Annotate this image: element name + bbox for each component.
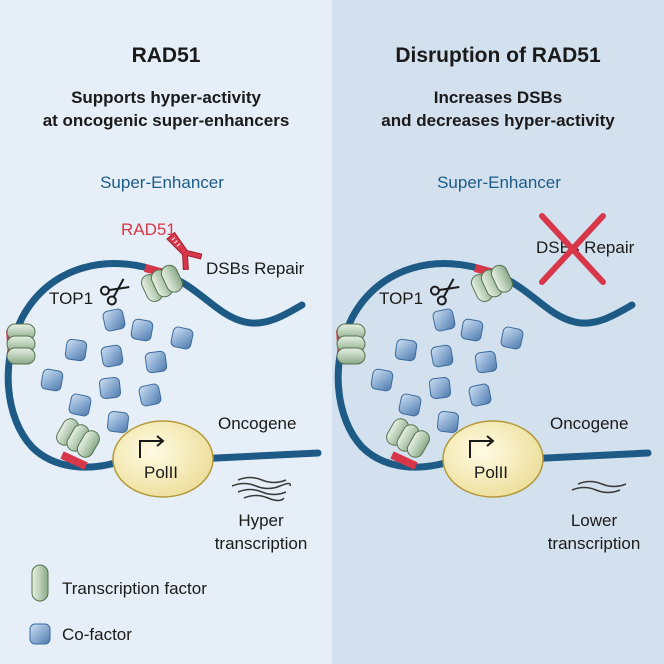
left-polii-label: PolII bbox=[144, 463, 179, 482]
cofactor bbox=[130, 318, 154, 342]
transcription-factor bbox=[56, 418, 100, 458]
top1-scissors-icon bbox=[99, 278, 130, 306]
cofactor bbox=[474, 350, 498, 374]
left-super-enhancer-label: Super-Enhancer bbox=[100, 173, 224, 192]
legend-cofactor-label: Co-factor bbox=[62, 625, 132, 644]
left-rad51-label: RAD51 bbox=[121, 220, 176, 239]
hyper-transcription-waves bbox=[231, 476, 292, 502]
left-panel-background bbox=[0, 0, 332, 664]
right-transcription-line2: transcription bbox=[547, 534, 641, 553]
transcription-factor bbox=[386, 418, 430, 458]
cofactor bbox=[64, 338, 88, 362]
legend-transcription-factor-label: Transcription factor bbox=[62, 579, 207, 598]
right-subtitle-line2: and decreases hyper-activity bbox=[381, 111, 615, 130]
rad51-clamp-icon bbox=[166, 231, 203, 271]
left-title: RAD51 bbox=[131, 44, 201, 67]
cofactor bbox=[99, 377, 121, 399]
cofactor bbox=[68, 393, 92, 417]
left-transcription-line2: transcription bbox=[214, 534, 308, 553]
left-transcription-line1: Hyper bbox=[238, 511, 284, 530]
cofactor bbox=[460, 318, 484, 342]
cofactor bbox=[500, 326, 524, 350]
cofactor bbox=[102, 308, 126, 332]
tss-arrow-icon bbox=[139, 435, 165, 458]
cofactor bbox=[138, 383, 162, 407]
transcription-factor-legend-icon bbox=[31, 564, 49, 602]
left-dsbs-repair-label: DSBs Repair bbox=[206, 259, 305, 278]
right-oncogene-label: Oncogene bbox=[550, 414, 629, 433]
left-oncogene-label: Oncogene bbox=[218, 414, 297, 433]
cofactor bbox=[468, 383, 492, 407]
dna-strand-upper bbox=[486, 268, 636, 327]
right-top1-label: TOP1 bbox=[379, 289, 424, 308]
cofactor bbox=[429, 377, 451, 399]
right-transcription-line1: Lower bbox=[570, 511, 618, 530]
transcription-factor bbox=[470, 264, 513, 302]
right-diagram bbox=[334, 260, 652, 498]
left-top1-label: TOP1 bbox=[49, 289, 94, 308]
cofactor bbox=[432, 308, 456, 332]
top1-scissors-icon bbox=[429, 278, 460, 306]
cofactor bbox=[107, 411, 129, 433]
cofactor bbox=[170, 326, 194, 350]
cofactor bbox=[144, 350, 168, 374]
left-subtitle-line2: at oncogenic super-enhancers bbox=[42, 111, 290, 130]
transcription-factor bbox=[6, 323, 36, 365]
polii-ellipse bbox=[112, 420, 214, 498]
dna-strand-upper bbox=[156, 268, 306, 327]
dna-loop bbox=[334, 260, 494, 471]
cofactor bbox=[394, 338, 418, 362]
cofactor-legend-icon bbox=[29, 623, 51, 645]
right-polii-label: PolII bbox=[474, 463, 509, 482]
dna-loop bbox=[4, 260, 164, 471]
left-subtitle-line1: Supports hyper-activity bbox=[71, 88, 261, 107]
transcription-factor bbox=[336, 323, 366, 365]
dna-break-mark bbox=[390, 451, 418, 470]
right-super-enhancer-label: Super-Enhancer bbox=[437, 173, 561, 192]
tss-arrow-icon bbox=[469, 435, 495, 458]
cofactor bbox=[437, 411, 459, 433]
right-title: Disruption of RAD51 bbox=[395, 44, 601, 67]
lower-transcription-waves bbox=[571, 480, 627, 494]
cofactor bbox=[430, 344, 454, 368]
transcription-factor bbox=[140, 264, 183, 302]
right-dsbs-repair-label: DSBs Repair bbox=[536, 238, 635, 257]
cofactor bbox=[370, 368, 394, 392]
right-panel-background bbox=[332, 0, 664, 664]
rad51-dna-mark bbox=[60, 451, 88, 470]
cofactor bbox=[398, 393, 422, 417]
cofactor bbox=[40, 368, 64, 392]
cofactor bbox=[100, 344, 124, 368]
right-subtitle-line1: Increases DSBs bbox=[433, 88, 563, 107]
polii-ellipse bbox=[442, 420, 544, 498]
left-diagram bbox=[4, 231, 322, 502]
